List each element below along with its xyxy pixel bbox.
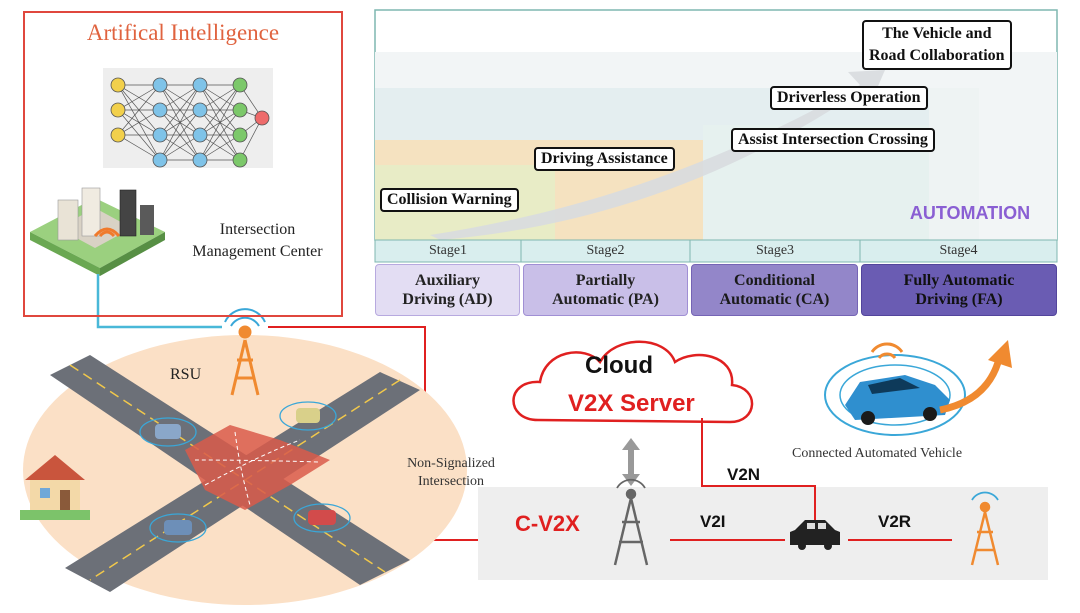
ai-panel-title: Artifical Intelligence	[86, 20, 280, 45]
network-band	[478, 487, 1048, 580]
house-icon	[20, 455, 90, 520]
stage-4: Stage4	[939, 243, 978, 258]
management-center-label: Intersection Management Center	[170, 219, 345, 263]
level-pa-line2: Automatic (PA)	[552, 291, 659, 308]
non-signalized-line1: Non-Signalized	[407, 456, 495, 471]
milestone-driving-assistance: Driving Assistance	[534, 147, 675, 171]
stage-1: Stage1	[428, 243, 468, 258]
stage-3: Stage3	[755, 243, 795, 258]
connected-vehicle-icon	[824, 340, 1012, 436]
car-icon	[139, 417, 197, 447]
center-rsu-link	[96, 274, 222, 329]
level-ca-line1: Conditional	[734, 272, 815, 289]
level-ad-line2: Driving (AD)	[402, 291, 493, 308]
neural-network-icon	[103, 68, 273, 168]
level-fa-line2: Driving (FA)	[915, 291, 1003, 308]
milestone-vehicle-road-line2: Road Collaboration	[869, 47, 1005, 64]
rsu-label: RSU	[170, 366, 202, 383]
milestone-assist-intersection-crossing: Assist Intersection Crossing	[731, 128, 935, 152]
non-signalized-line2: Intersection	[417, 474, 485, 489]
car-icon	[149, 513, 207, 543]
v2n-link	[701, 418, 816, 523]
cv2x-tower-icon	[613, 478, 649, 566]
stage-2: Stage2	[586, 243, 625, 258]
milestone-vehicle-road-collaboration: The Vehicle and Road Collaboration	[862, 20, 1012, 70]
car-icon	[279, 401, 337, 431]
cloud-shape	[512, 340, 754, 424]
milestone-vehicle-road-line1: The Vehicle and	[882, 25, 992, 42]
level-ca-line2: Automatic (CA)	[719, 291, 830, 308]
cv2x-label: C-V2X	[515, 511, 580, 536]
v2r-label: V2R	[878, 512, 912, 531]
level-ad-line1: Auxiliary	[415, 272, 480, 289]
milestone-collision-warning: Collision Warning	[380, 188, 519, 212]
level-pa-line1: Partially	[575, 272, 636, 289]
ai-panel	[23, 11, 343, 317]
vehicle-icon	[790, 520, 840, 550]
rsu-tower-icon	[224, 308, 266, 396]
car-icon	[293, 503, 351, 533]
connected-vehicle-label: Connected Automated Vehicle	[792, 446, 963, 461]
management-center-icon	[30, 187, 165, 276]
level-fa-line1: Fully Automatic	[903, 272, 1015, 289]
management-center-label-line2: Management Center	[192, 243, 323, 260]
milestone-driverless-operation: Driverless Operation	[770, 86, 928, 110]
intersection-scene	[20, 335, 467, 605]
cloud-link-arrow	[622, 438, 640, 486]
cloud-title: Cloud	[585, 352, 653, 379]
management-center-label-line1: Intersection	[219, 221, 296, 238]
v2i-label: V2I	[700, 512, 726, 531]
non-signalized-label: Non-Signalized Intersection	[386, 455, 516, 491]
v2r-tower-icon	[970, 491, 1000, 566]
v2n-label: V2N	[727, 465, 761, 484]
automation-label: AUTOMATION	[909, 203, 1031, 223]
stage-bar	[374, 239, 1058, 263]
v2x-server-label: V2X Server	[568, 390, 695, 417]
